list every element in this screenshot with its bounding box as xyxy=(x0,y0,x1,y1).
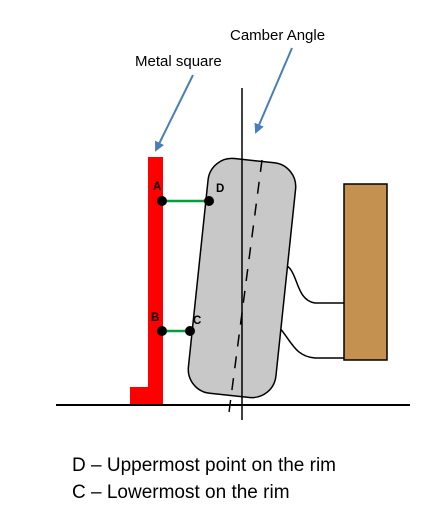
camber-angle-label: Camber Angle xyxy=(230,27,325,44)
camber-angle-arrow xyxy=(254,47,293,134)
point-b-marker xyxy=(157,326,167,336)
metal-square-label: Metal square xyxy=(135,53,222,70)
point-d-marker xyxy=(204,196,214,206)
suspension-arm xyxy=(277,264,345,304)
point-a-marker xyxy=(157,196,167,206)
hub-block xyxy=(343,183,388,361)
point-d-label: D xyxy=(216,183,224,195)
point-a-label: A xyxy=(153,181,161,193)
legend-point-c: C – Lowermost on the rim xyxy=(72,482,290,503)
point-c-label: C xyxy=(193,315,201,327)
point-c-marker xyxy=(185,326,195,336)
legend-point-d: D – Uppermost point on the rim xyxy=(72,455,337,476)
metal-square-arrow xyxy=(155,74,194,152)
point-b-label: B xyxy=(151,312,159,324)
metal-square xyxy=(130,157,163,404)
